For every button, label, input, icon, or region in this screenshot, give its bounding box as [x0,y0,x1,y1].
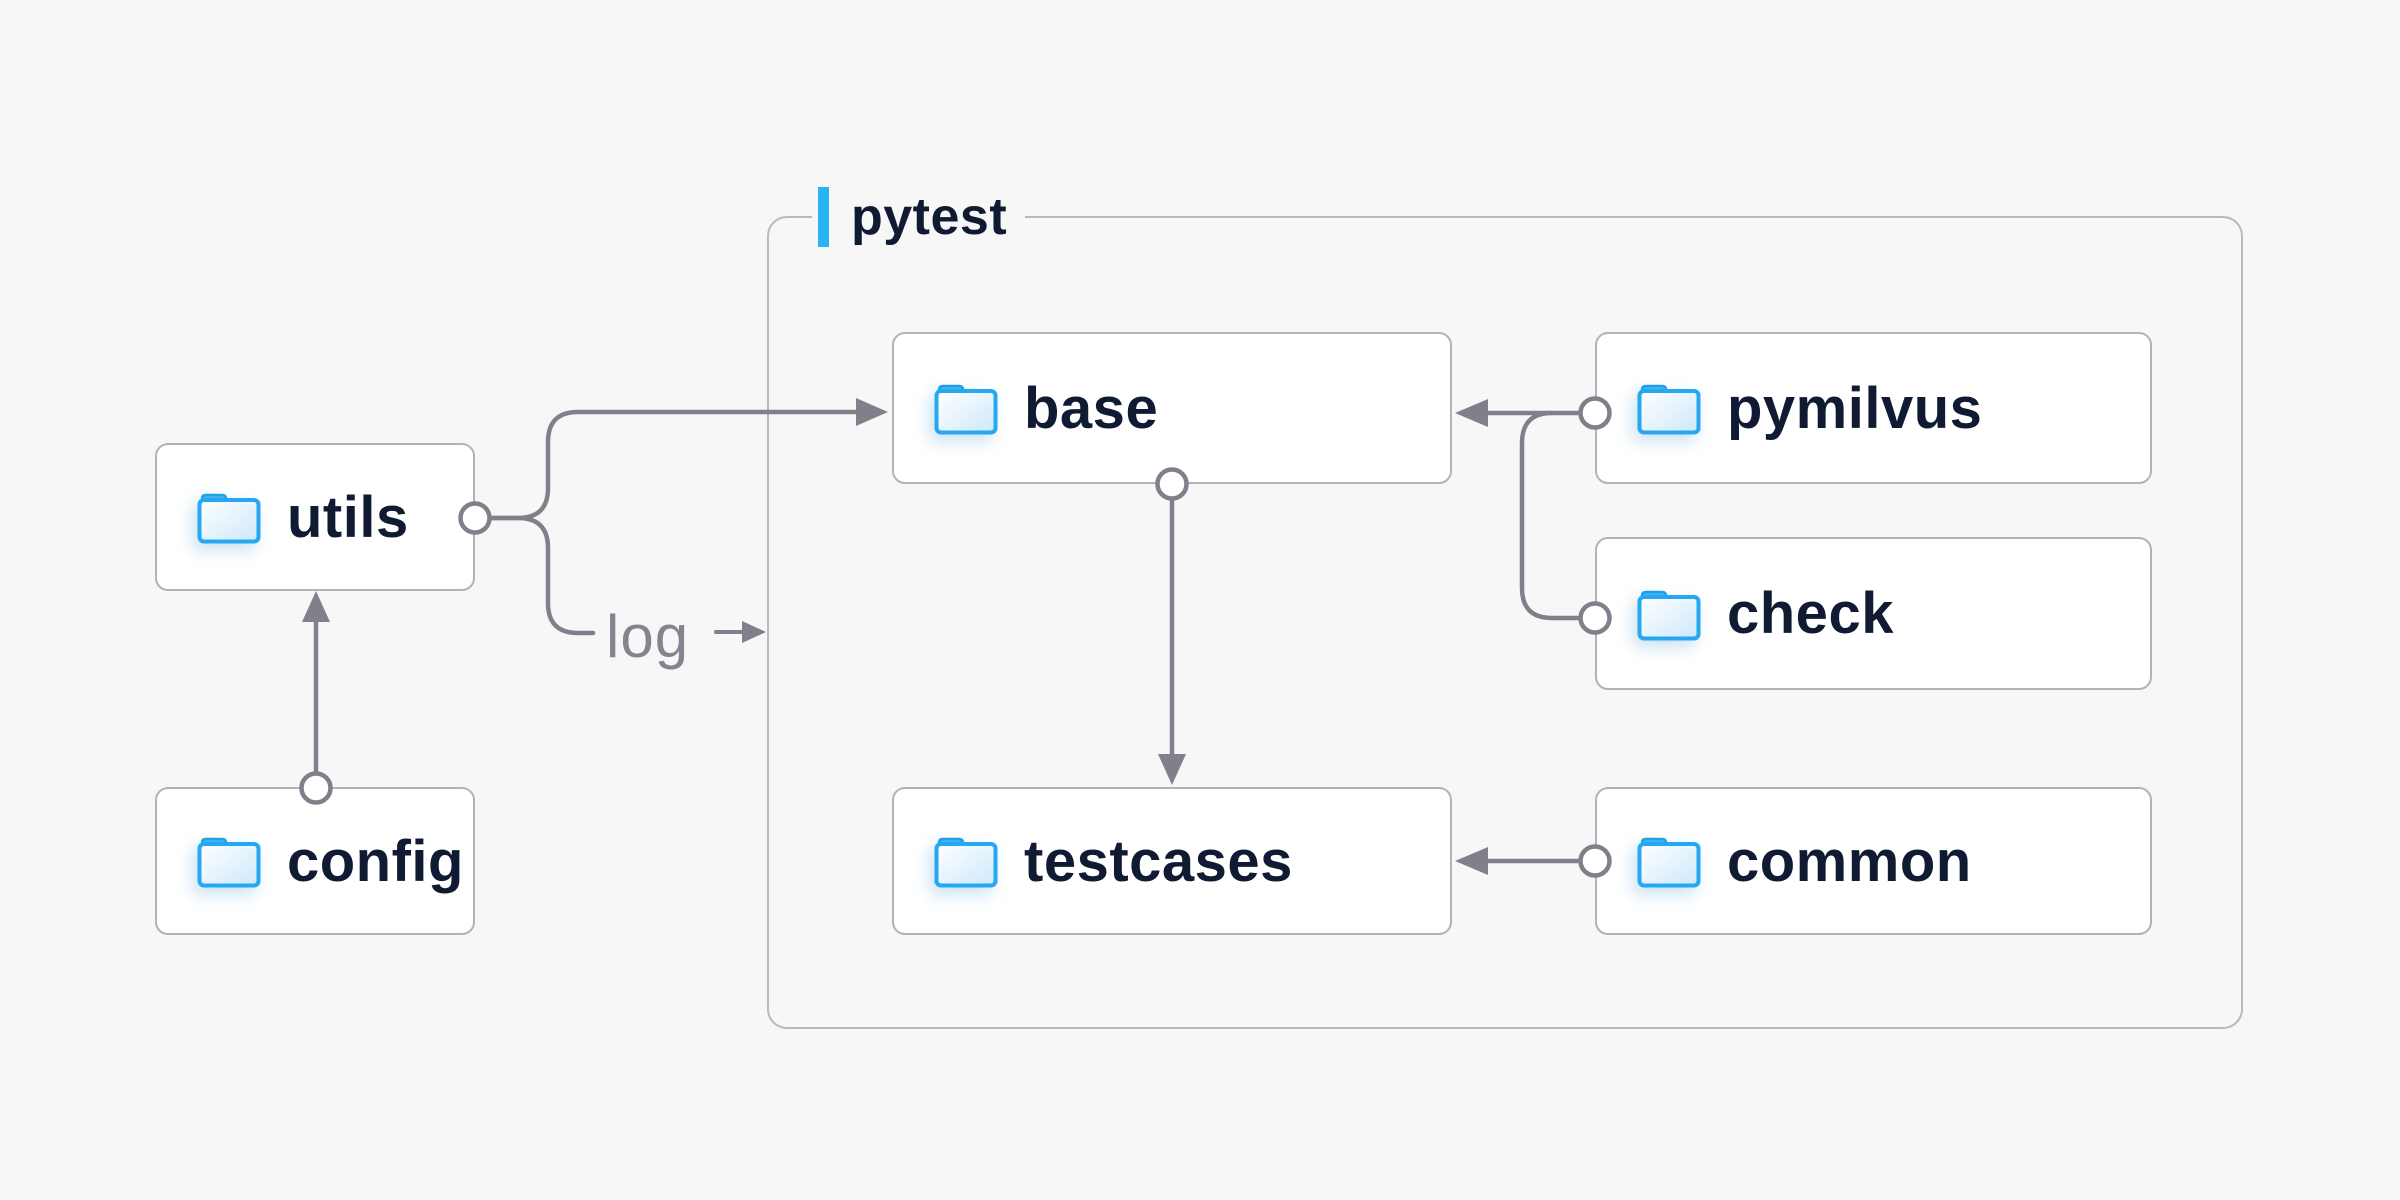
node-common: common [1595,787,2152,935]
container-label-text: pytest [851,188,1008,246]
node-label: pymilvus [1727,375,1983,441]
folder-icon [934,837,998,888]
node-label: check [1727,581,1894,646]
node-label: utils [287,484,409,550]
node-pymilvus: pymilvus [1595,332,2152,484]
node-base: base [892,332,1452,484]
node-label: common [1727,828,1972,894]
folder-icon [197,493,261,544]
pytest-container-label: pytest [812,186,1026,248]
folder-icon [1637,590,1701,640]
node-check: check [1595,537,2152,690]
node-testcases: testcases [892,787,1452,935]
node-utils: utils [155,443,475,591]
node-label: testcases [1024,828,1293,894]
folder-icon [1637,837,1701,888]
folder-icon [934,384,998,435]
node-config: config [155,787,475,935]
edge-label-log: log [606,603,690,670]
pytest-container [767,216,2243,1029]
edge-config-utils [299,591,333,805]
node-label: base [1024,375,1159,441]
node-label: config [287,828,464,894]
folder-icon [1637,384,1701,435]
folder-icon [197,837,261,888]
accent-bar-icon [818,187,829,247]
